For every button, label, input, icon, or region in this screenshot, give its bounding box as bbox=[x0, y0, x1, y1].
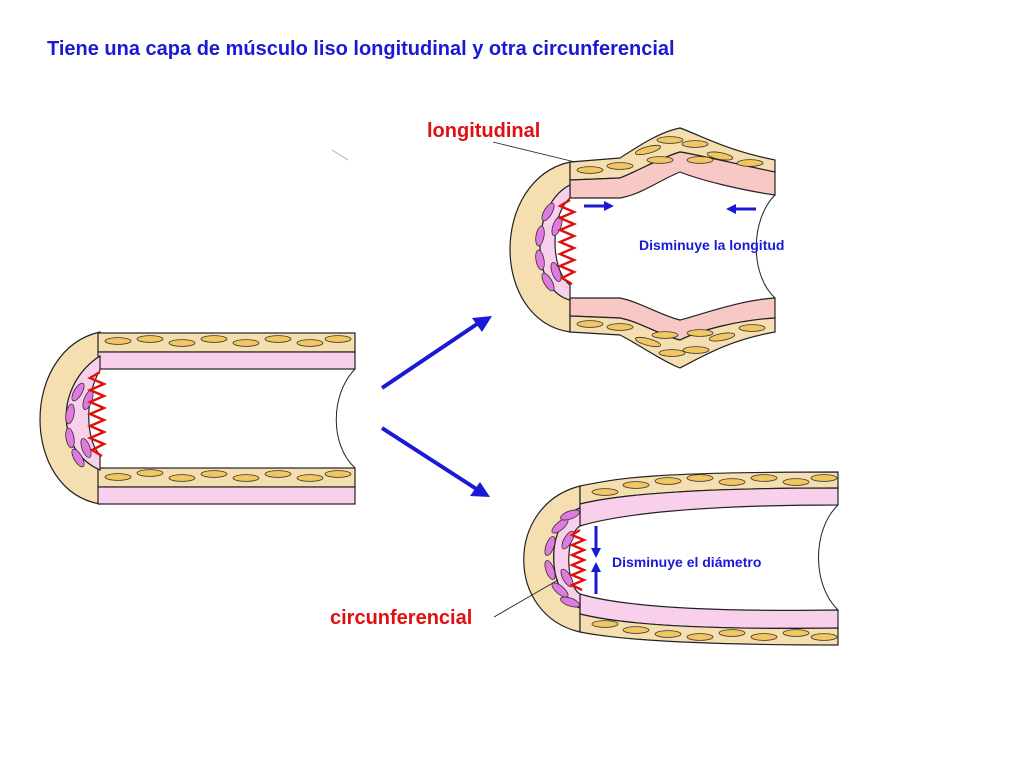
label-longitudinal: longitudinal bbox=[427, 120, 540, 142]
tube-relaxed bbox=[39, 331, 356, 505]
leader-circunferencial bbox=[493, 579, 559, 618]
tube-relaxed-mucosa-top bbox=[97, 351, 356, 370]
diameter-arrow-up-head bbox=[591, 562, 601, 572]
caption-length: Disminuye la longitud bbox=[639, 237, 784, 253]
diameter-arrow-down-head bbox=[591, 548, 601, 558]
length-arrow-left-head bbox=[726, 204, 736, 214]
tube-circ-open-end bbox=[818, 504, 839, 611]
tube-circ-cap-outer bbox=[523, 485, 581, 633]
page-title: Tiene una capa de músculo liso longitudi… bbox=[47, 38, 675, 60]
tube-circ-squiggle bbox=[568, 528, 588, 592]
tube-long-open-end bbox=[755, 194, 776, 299]
tube-relaxed-open-end bbox=[335, 368, 356, 469]
stray-mark bbox=[331, 149, 349, 161]
tube-relaxed-mucosa-bottom bbox=[97, 486, 356, 505]
tube-longitudinal bbox=[509, 127, 776, 369]
tube-long-squiggle bbox=[556, 198, 578, 286]
tube-relaxed-squiggle bbox=[86, 370, 108, 458]
arrow-to-circular-head bbox=[470, 482, 490, 497]
arrow-to-circular bbox=[380, 426, 480, 492]
caption-diameter: Disminuye el diámetro bbox=[612, 554, 761, 570]
label-circunferencial: circunferencial bbox=[330, 607, 472, 629]
tube-circular bbox=[523, 471, 839, 646]
arrow-to-longitudinal-head bbox=[472, 316, 492, 332]
leader-longitudinal bbox=[492, 141, 576, 163]
arrow-to-longitudinal bbox=[380, 320, 482, 390]
length-arrow-right-head bbox=[604, 201, 614, 211]
